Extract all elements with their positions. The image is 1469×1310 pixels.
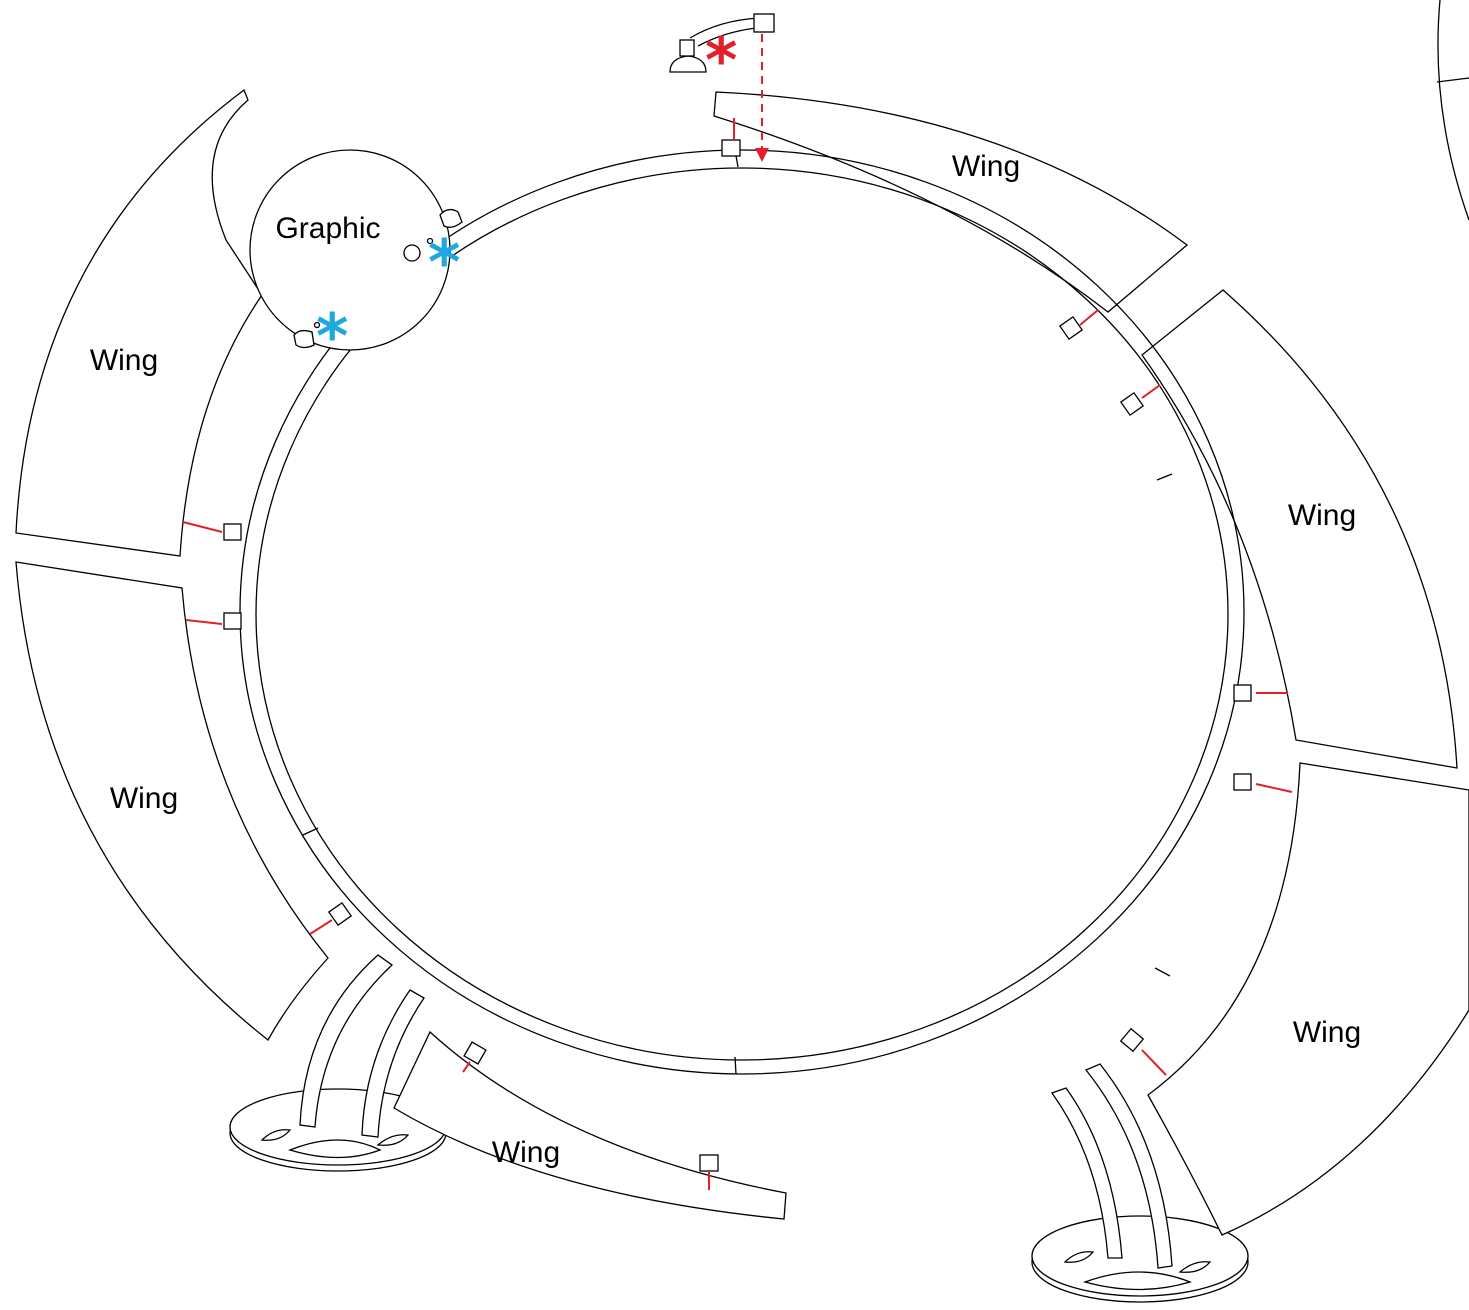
wing-top-right: Wing	[713, 91, 1189, 313]
adjacent-arch-seam	[1436, 77, 1469, 83]
wing-label-left-mid: Wing	[110, 782, 178, 815]
left-legs	[299, 954, 425, 1138]
right-base	[1031, 1215, 1249, 1303]
graphic-label: Graphic	[275, 212, 380, 245]
light-fixture	[669, 13, 775, 73]
wing-label-upper-left: Wing	[90, 344, 158, 377]
drop-arrow	[755, 34, 769, 162]
wing-left-mid: Wing	[15, 561, 329, 1041]
wing-right-low: Wing	[1147, 762, 1469, 1236]
blue-asterisk-marker-lower: *	[316, 300, 348, 373]
red-asterisk-marker: *	[705, 24, 737, 97]
wing-bottom: Wing	[393, 1030, 787, 1220]
main-ring	[239, 149, 1245, 1075]
wing-label-top-right: Wing	[952, 150, 1020, 183]
wing-upper-left: Wing	[15, 88, 263, 557]
graphic-disk: Graphic	[249, 149, 463, 351]
wing-label-right-mid: Wing	[1288, 499, 1356, 532]
blue-asterisk-marker-upper: *	[428, 226, 460, 299]
adjacent-arch-edge	[1437, 0, 1469, 221]
connector-clamps	[182, 118, 1293, 1190]
wing-label-right-low: Wing	[1293, 1016, 1361, 1049]
right-legs	[1050, 1063, 1173, 1269]
wing-right-mid: Wing	[1141, 289, 1458, 769]
wing-label-bottom: Wing	[492, 1136, 560, 1169]
